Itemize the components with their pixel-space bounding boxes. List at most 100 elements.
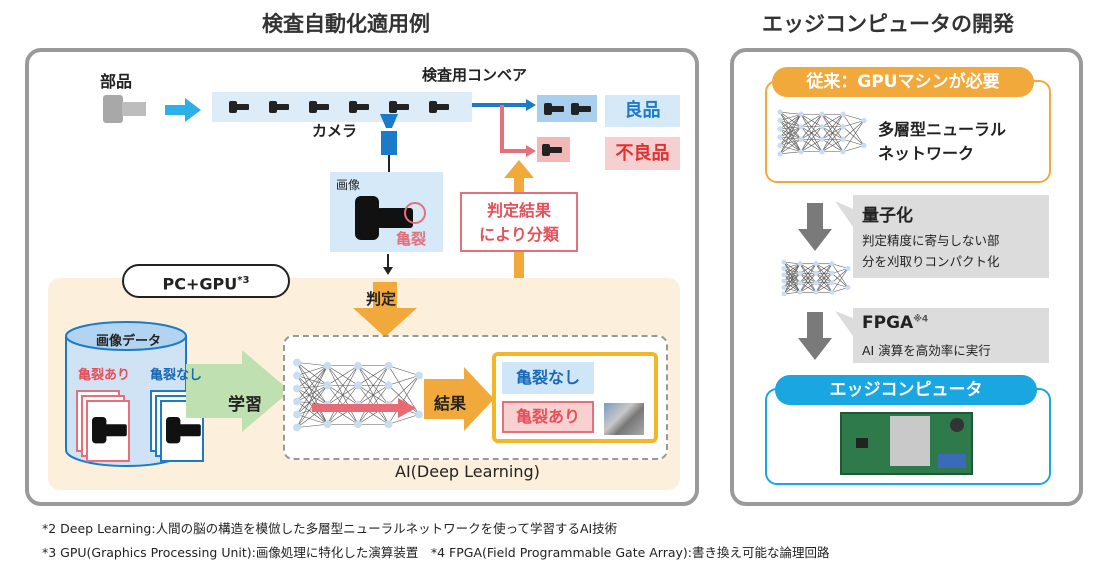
nn-edge — [799, 273, 817, 293]
judge-arrow — [353, 282, 417, 337]
nn-edge — [815, 273, 833, 293]
nn-node — [798, 149, 804, 155]
nn-node — [861, 117, 867, 124]
nn-node — [323, 381, 332, 390]
nn-edge — [783, 273, 801, 295]
nn-edge — [842, 120, 865, 140]
nn-edge — [779, 120, 802, 128]
nn-edge — [327, 365, 359, 425]
nn-edge — [831, 263, 849, 269]
neural-network-icon — [293, 358, 423, 432]
nn-node — [323, 361, 332, 370]
nn-node — [323, 420, 332, 429]
bolt-icon — [349, 101, 371, 113]
nn-edge — [800, 113, 823, 128]
nn-node — [777, 142, 783, 149]
nn-node — [777, 151, 783, 157]
down-arrow-icon — [383, 254, 393, 275]
nn-edge — [779, 114, 802, 154]
nn-edge — [821, 126, 844, 152]
nn-node — [777, 126, 783, 132]
nn-node — [293, 358, 301, 367]
nn-node — [797, 270, 803, 276]
nn-edge — [821, 114, 844, 140]
nn-node — [384, 381, 393, 390]
nn-edge — [783, 291, 801, 295]
result-crack: 亀裂あり — [502, 401, 594, 433]
nn-edge — [296, 365, 328, 428]
nn-edge — [831, 287, 849, 293]
left-title: 検査自動化適用例 — [262, 12, 430, 36]
right-title: エッジコンピュータの開発 — [762, 12, 1014, 36]
nn-edge — [783, 272, 801, 276]
nn-edge — [388, 365, 420, 376]
nn-edge — [783, 263, 801, 269]
nn-edge — [327, 365, 359, 405]
nn-node — [813, 289, 819, 295]
nn-edge — [831, 268, 849, 293]
nn-edge — [783, 282, 801, 295]
nn-node — [354, 420, 362, 429]
nn-edge — [779, 145, 802, 153]
dnn-line-2: ネットワーク — [878, 144, 975, 163]
nn-edge — [327, 365, 359, 386]
nn-edge — [800, 114, 823, 140]
conveyor — [212, 92, 472, 122]
conventional-header: 従来：GPUマシンが必要 — [772, 67, 1034, 97]
nn-edge — [779, 126, 802, 146]
sorting-lines — [472, 99, 536, 157]
nn-node — [781, 266, 787, 271]
nn-node — [384, 361, 393, 370]
ai-label: AI(Deep Learning) — [395, 462, 540, 481]
nn-node — [798, 124, 804, 130]
nn-node — [777, 109, 783, 115]
edge-header: エッジコンピュータ — [775, 375, 1037, 405]
nn-edge — [388, 375, 420, 405]
fpga-sup: ※4 — [913, 314, 929, 325]
fpga-title: FPGA※4 — [862, 313, 928, 333]
down-arrow-icon — [798, 203, 832, 251]
part-label: 部品 — [100, 72, 133, 91]
pc-gpu-pill: PC+GPU*3 — [122, 264, 290, 298]
classify-label-1: 判定結果 — [486, 201, 551, 220]
crack-photo — [604, 403, 644, 435]
footnote-2: *2 Deep Learning:人間の脳の構造を模倣した多層型ニューラルネット… — [42, 521, 618, 536]
quantization-callout — [835, 195, 1049, 278]
nn-node — [781, 259, 787, 265]
nn-edge — [783, 268, 801, 274]
nn-edge — [821, 113, 844, 128]
nn-edge — [296, 365, 328, 376]
nn-node — [781, 278, 787, 284]
nn-node — [797, 261, 803, 267]
nn-node — [781, 291, 787, 297]
nn-edge — [783, 263, 801, 282]
inference-arrow — [312, 398, 416, 418]
nn-edge — [388, 375, 420, 386]
nn-edge — [831, 268, 849, 283]
nn-node — [819, 111, 825, 117]
pruned-network-icon — [781, 259, 851, 297]
nn-node — [819, 149, 825, 155]
nn-edge — [779, 111, 802, 115]
down-arrow-icon — [798, 312, 832, 360]
nn-node — [861, 142, 867, 149]
bolt-icon — [542, 143, 564, 156]
nn-edge — [800, 138, 823, 153]
nn-node — [829, 280, 835, 286]
nn-edge — [296, 375, 328, 386]
nn-node — [797, 289, 803, 295]
db-title: 画像データ — [96, 334, 162, 349]
crack-label: 亀裂 — [396, 230, 427, 248]
nn-edge — [779, 151, 802, 155]
nn-node — [829, 289, 835, 295]
nn-edge — [779, 139, 802, 155]
camera-icon — [380, 114, 398, 174]
nn-edge — [779, 126, 802, 130]
nn-edge — [842, 138, 865, 146]
nn-edge — [842, 120, 865, 128]
nn-edge — [831, 268, 849, 274]
feed-arrow-icon — [165, 98, 201, 122]
learn-label: 学習 — [228, 395, 262, 415]
quant-line-2: 分を刈取りコンパクト化 — [862, 254, 1000, 269]
pc-gpu-sup: *3 — [237, 275, 250, 286]
